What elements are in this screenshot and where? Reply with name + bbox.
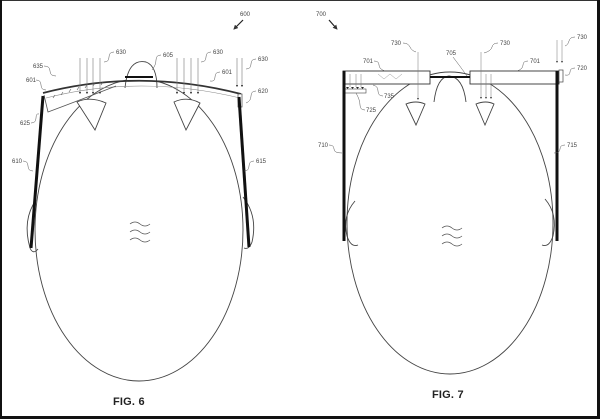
label-710: 710 — [318, 143, 329, 149]
figure-6-caption: FIG. 6 — [113, 396, 145, 408]
light-paths — [349, 40, 563, 100]
figure-6: 600 — [12, 12, 269, 382]
label-610: 610 — [12, 159, 23, 165]
left-eye — [76, 98, 107, 131]
label-630-sensor: 630 — [258, 57, 269, 63]
label-730-left: 730 — [391, 41, 402, 47]
label-625: 625 — [20, 121, 31, 127]
nose — [124, 61, 158, 89]
right-ear — [242, 196, 255, 249]
label-705: 705 — [446, 51, 457, 57]
label-735: 735 — [384, 94, 395, 100]
label-601-left: 601 — [26, 78, 37, 84]
right-ear — [541, 198, 555, 247]
display-emitters — [346, 87, 364, 89]
hair-symbol — [129, 221, 151, 243]
nose — [433, 75, 467, 103]
waveguide-735 — [377, 73, 403, 80]
head-outline — [346, 71, 554, 375]
hair-symbol — [441, 225, 463, 247]
frame-border-right — [597, 0, 600, 419]
label-635: 635 — [33, 64, 44, 70]
display-725 — [343, 88, 367, 94]
label-605: 605 — [163, 53, 174, 59]
left-eye — [405, 101, 426, 127]
label-701-left: 701 — [363, 59, 374, 65]
label-615: 615 — [256, 159, 267, 165]
figure-7: 700 — [316, 12, 588, 375]
ref-600-label: 600 — [240, 12, 251, 18]
label-630-left: 630 — [116, 50, 127, 56]
frame-border-left — [0, 0, 2, 419]
label-701-right: 701 — [530, 59, 541, 65]
left-ear — [345, 200, 359, 247]
ref-700-arrow-icon — [328, 19, 338, 30]
temple-615 — [237, 96, 251, 248]
lens-frame-601 — [42, 79, 242, 95]
leader-lines-fig6 — [22, 51, 257, 172]
figure-7-caption: FIG. 7 — [432, 389, 464, 401]
temple-610 — [29, 95, 45, 249]
label-601-right: 601 — [222, 70, 233, 76]
waveguide-635 — [43, 85, 117, 113]
left-ear — [26, 199, 39, 253]
label-715: 715 — [567, 143, 578, 149]
light-arrows-right — [175, 58, 200, 95]
label-720: 720 — [577, 66, 588, 72]
waveguide-hatching — [52, 81, 104, 99]
frame-border-bottom — [0, 416, 600, 419]
lens-701-right — [469, 70, 560, 85]
sensor-720 — [558, 69, 564, 83]
frame-border-top — [0, 0, 600, 1]
right-eye — [173, 98, 201, 132]
right-eye — [475, 101, 495, 127]
head-outline — [34, 78, 244, 382]
leader-lines-fig7 — [328, 36, 576, 154]
ref-700-label: 700 — [316, 12, 327, 18]
ref-600-arrow-icon — [233, 19, 244, 30]
label-730-sensor: 730 — [577, 35, 588, 41]
label-630-right: 630 — [213, 50, 224, 56]
lens-inner-edge — [45, 85, 241, 99]
label-620: 620 — [258, 89, 269, 95]
light-arrows-sensor — [235, 58, 244, 88]
light-arrows-left — [78, 58, 102, 95]
label-725: 725 — [366, 108, 377, 114]
label-730-right: 730 — [500, 41, 511, 47]
